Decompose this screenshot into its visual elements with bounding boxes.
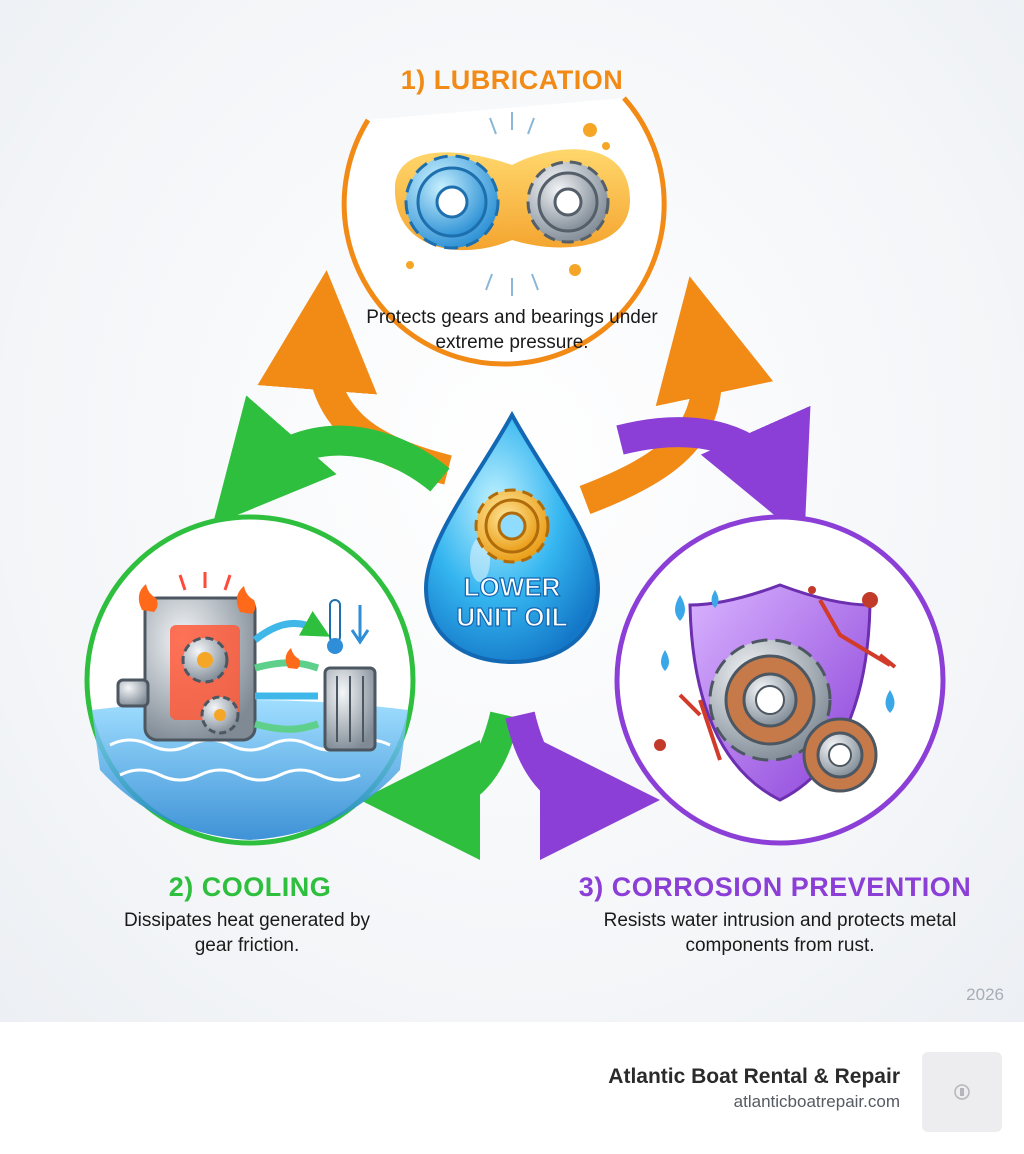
diagram-canvas: LOWER UNIT OIL 1) LUBRICATION Protects g…	[0, 0, 1024, 1022]
gearbox-cooling-icon	[92, 572, 408, 840]
shield-bearing-icon	[654, 583, 897, 802]
lubrication-description: Protects gears and bearings under extrem…	[366, 307, 658, 353]
oiled-gears-icon	[394, 112, 630, 296]
cooling-panel	[84, 514, 416, 846]
corrosion-panel	[614, 514, 946, 846]
center-label-line1: LOWER	[464, 572, 561, 602]
brand-url[interactable]: atlanticboatrepair.com	[733, 1092, 900, 1111]
lubrication-heading: 1) LUBRICATION	[400, 65, 624, 95]
brand-name: Atlantic Boat Rental & Repair	[608, 1065, 900, 1088]
arrow-to-corrosion-bottom	[505, 711, 660, 860]
arrow-to-cooling-top	[212, 395, 450, 526]
arrow-to-corrosion-top	[616, 405, 811, 540]
diagram-art: LOWER UNIT OIL	[84, 96, 946, 860]
cooling-description: Dissipates heat generated by gear fricti…	[123, 910, 371, 956]
oil-drop-gear-icon: LOWER UNIT OIL	[423, 410, 601, 665]
corrosion-heading: 3) CORROSION PREVENTION	[578, 872, 972, 902]
footer-bar: Atlantic Boat Rental & Repair atlanticbo…	[0, 1022, 1024, 1154]
arrow-to-cooling-bottom	[360, 711, 520, 860]
center-label-line2: UNIT OIL	[456, 602, 567, 632]
lubrication-panel	[341, 96, 667, 367]
flow-arrows	[212, 270, 811, 860]
year-label: 2026	[966, 985, 1004, 1004]
lighthouse-logo-icon	[922, 1052, 1002, 1132]
cooling-heading: 2) COOLING	[168, 872, 332, 902]
corrosion-description: Resists water intrusion and protects met…	[603, 910, 957, 956]
